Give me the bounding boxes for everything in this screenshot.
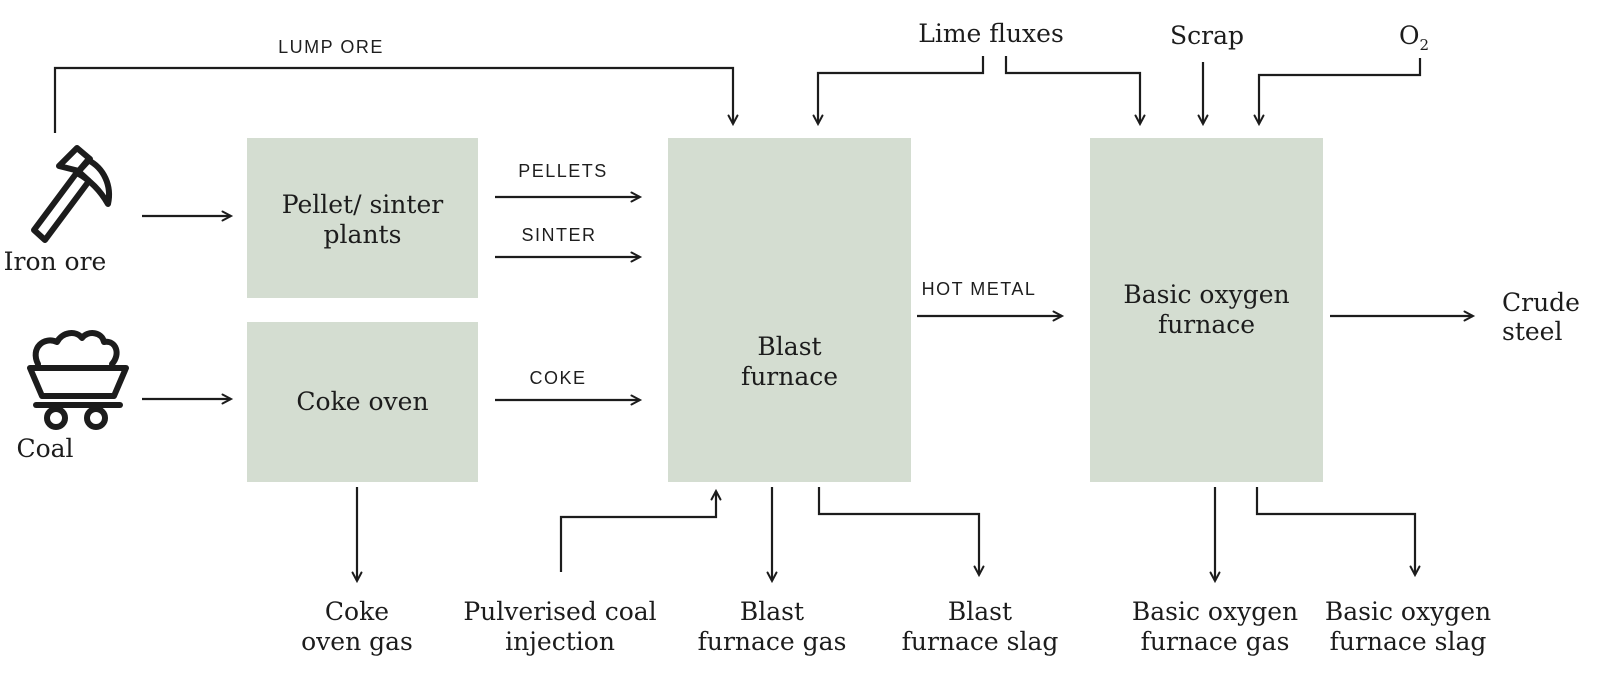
pickaxe-icon [31,145,112,243]
coke-oven-gas-line-2: oven gas [301,627,413,656]
pellet-sinter-plants-box: Pellet/ sinter plants [247,138,478,298]
crude-steel-line-1: Crude [1502,288,1580,317]
coal-label: Coal [16,434,74,463]
pulverised-coal-injection-label: Pulverised coal injection [463,597,656,657]
basic-oxygen-furnace-label: Basic oxygen furnace [1090,280,1323,340]
basic-oxygen-furnace-slag-line-1: Basic oxygen [1324,597,1492,626]
hot-metal-label: HOT METAL [921,279,1037,299]
oxygen-subscript: 2 [1419,36,1430,54]
lump-ore-path [53,66,739,133]
blast-furnace-gas-line-1: Blast [739,597,805,626]
basic-oxygen-furnace-line-2: furnace [1157,310,1256,339]
coke-oven-gas-label: Coke oven gas [301,597,413,657]
basic-oxygen-furnace-slag-label: Basic oxygen furnace slag [1325,597,1491,657]
pellet-sinter-plants-label: Pellet/ sinter plants [247,190,478,250]
oxygen-symbol: O [1398,21,1420,50]
coke-oven-gas-line-1: Coke [324,597,390,626]
blast-furnace-slag-line-1: Blast [947,597,1013,626]
basic-oxygen-furnace-gas-line-2: furnace gas [1140,627,1290,656]
oxygen-label: O2 [1399,21,1429,53]
coke-oven-box: Coke oven [247,322,478,482]
blast-furnace-slag-label: Blast furnace slag [902,597,1059,657]
pulverised-coal-injection-path [559,488,722,572]
lump-ore-label: LUMP ORE [278,37,384,57]
blast-furnace-slag-line-2: furnace slag [901,627,1059,656]
blast-furnace-box: Blast furnace [668,138,911,482]
blast-furnace-label: Blast furnace [668,332,911,392]
crude-steel-label: Crude steel [1502,288,1580,346]
basic-oxygen-furnace-line-1: Basic oxygen [1123,280,1290,309]
sinter-label: SINTER [521,225,597,245]
lime-fluxes-right-path [1004,56,1146,127]
coke-oven-label: Coke oven [296,387,429,416]
pulverised-coal-injection-line-1: Pulverised coal [463,597,657,626]
lime-fluxes-label: Lime fluxes [918,19,1064,48]
pulverised-coal-injection-line-2: injection [505,627,615,656]
pellet-sinter-line-2: plants [323,220,402,249]
lime-fluxes-left-path [812,56,985,127]
coke-label: COKE [529,368,587,388]
basic-oxygen-furnace-gas-line-1: Basic oxygen [1131,597,1299,626]
mine-cart-icon [27,330,129,430]
crude-steel-line-2: steel [1502,317,1563,346]
pellets-label: PELLETS [518,161,608,181]
basic-oxygen-furnace-box: Basic oxygen furnace [1090,138,1323,482]
basic-oxygen-furnace-gas-label: Basic oxygen furnace gas [1132,597,1298,657]
iron-ore-label: Iron ore [3,247,107,276]
basic-oxygen-furnace-slag-line-2: furnace slag [1329,627,1487,656]
blast-furnace-slag-path [817,487,985,578]
pellet-sinter-line-1: Pellet/ sinter [281,190,444,219]
blast-furnace-gas-line-2: furnace gas [697,627,847,656]
scrap-label: Scrap [1170,21,1244,50]
blast-furnace-line-1: Blast [757,332,822,361]
oxygen-path [1253,58,1422,127]
blast-furnace-gas-label: Blast furnace gas [698,597,847,657]
blast-furnace-line-2: furnace [740,362,839,391]
basic-oxygen-furnace-slag-path [1255,487,1421,578]
